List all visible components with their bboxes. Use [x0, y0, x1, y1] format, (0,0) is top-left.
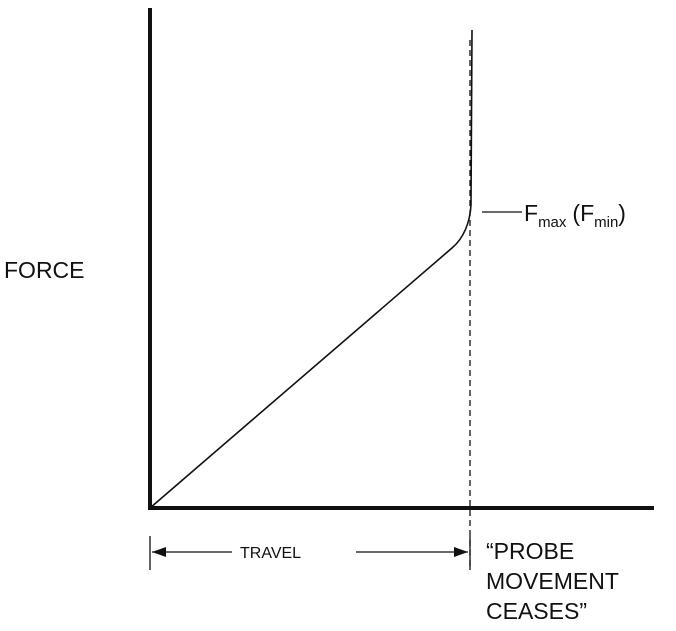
fmax-subscript: max	[538, 214, 567, 231]
travel-label: TRAVEL	[240, 545, 301, 562]
probe-note-line-1: “PROBE	[486, 538, 574, 564]
fmin-paren-close: )	[618, 200, 626, 226]
travel-arrowhead-right	[454, 547, 468, 557]
force-curve	[149, 29, 473, 509]
probe-note-line-3: CEASES”	[486, 598, 587, 624]
travel-arrowhead-left	[152, 547, 166, 557]
fmax-main: F	[524, 200, 538, 226]
probe-note-line-2: MOVEMENT	[486, 568, 619, 594]
y-axis-label: FORCE	[4, 257, 85, 283]
fmax-label: Fmax (Fmin)	[524, 200, 626, 231]
fmin-subscript: min	[594, 214, 618, 231]
fmin-paren-open: (F	[572, 200, 594, 226]
